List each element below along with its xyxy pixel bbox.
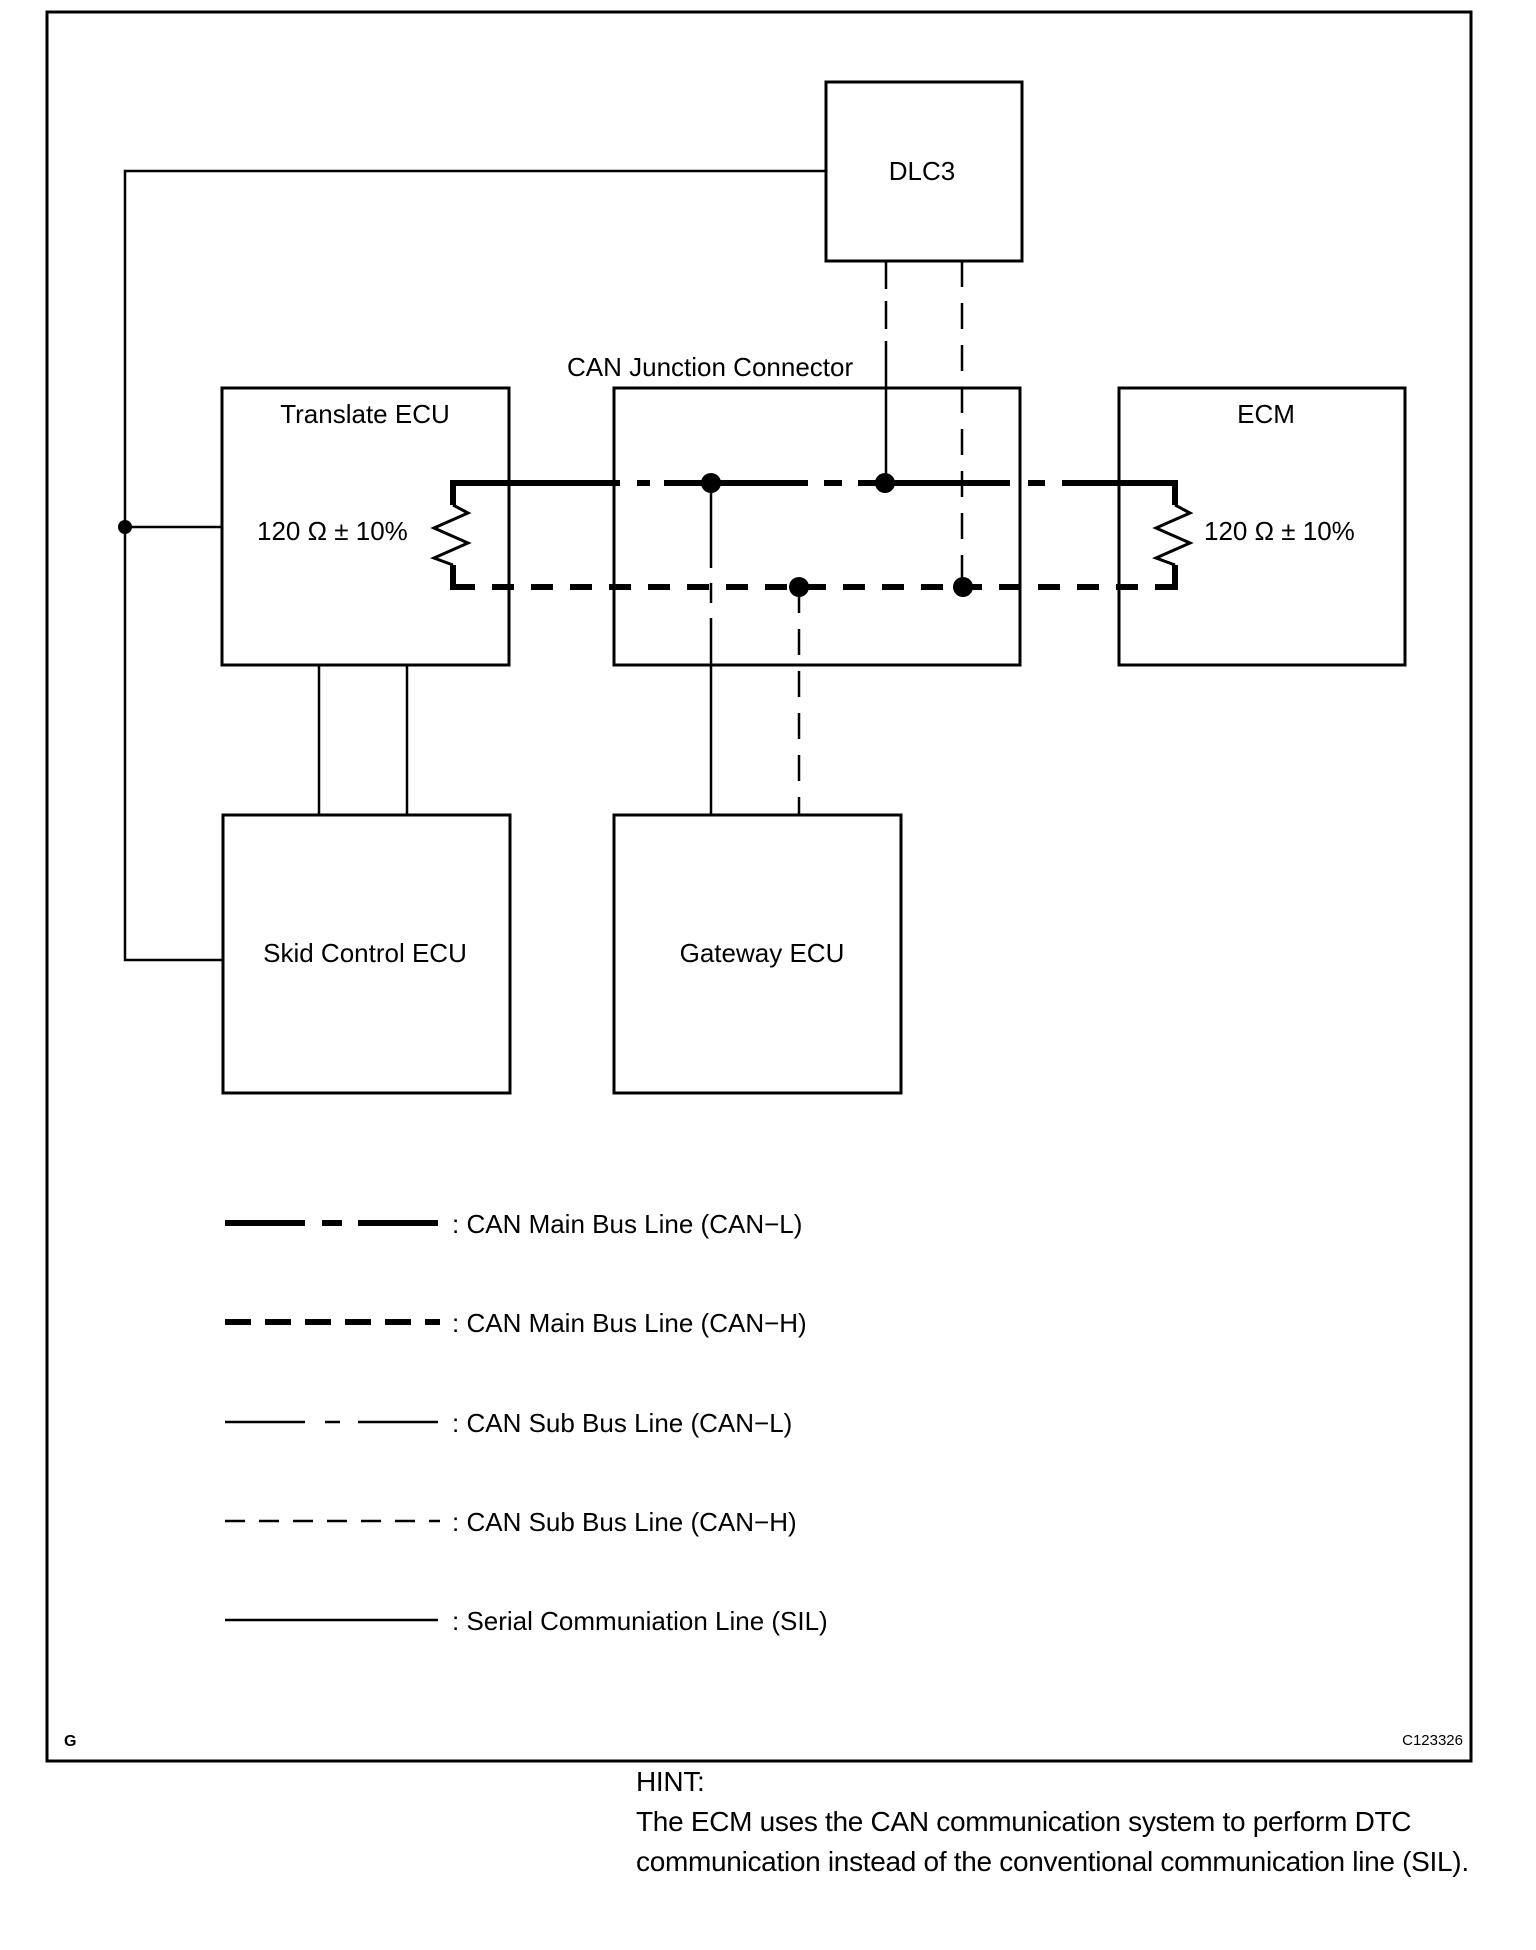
hint-block: HINT: The ECM uses the CAN communication…	[636, 1762, 1496, 1882]
translate-resistor-icon	[430, 503, 472, 567]
junction-dot-can-h-gateway	[789, 577, 809, 597]
legend-item-can-sub-h: : CAN Sub Bus Line (CAN−H)	[225, 1507, 797, 1537]
dlc3-box	[824, 80, 1024, 263]
sil-serial-line	[123, 169, 826, 962]
legend-label: : Serial Communiation Line (SIL)	[452, 1606, 828, 1636]
legend-item-can-main-h: : CAN Main Bus Line (CAN−H)	[225, 1308, 807, 1338]
can-junction-label: CAN Junction Connector	[567, 352, 853, 382]
ecm-resistor-label: 120 Ω ± 10%	[1204, 516, 1355, 546]
ecm-resistor-icon	[1152, 503, 1194, 567]
junction-dot-can-l-dlc3	[875, 473, 895, 493]
translate-resistor-label: 120 Ω ± 10%	[257, 516, 408, 546]
junction-dot-can-h-dlc3	[953, 577, 973, 597]
legend-item-can-sub-l: : CAN Sub Bus Line (CAN−L)	[225, 1408, 792, 1438]
figure-frame	[45, 10, 1473, 1763]
skid-control-ecu-label: Skid Control ECU	[263, 938, 467, 968]
translate-ecu-label: Translate ECU	[280, 399, 450, 429]
skid-control-ecu-box	[221, 813, 512, 1095]
translate-ecu-box	[220, 386, 511, 667]
can-junction-box	[612, 386, 1022, 667]
legend-item-sil: : Serial Communiation Line (SIL)	[225, 1606, 828, 1636]
junction-dot-can-l-gateway	[701, 473, 721, 493]
legend: : CAN Main Bus Line (CAN−L) : CAN Main B…	[225, 1209, 828, 1636]
can-main-bus-h-ends	[450, 565, 1178, 590]
legend-item-can-main-l: : CAN Main Bus Line (CAN−L)	[225, 1209, 802, 1239]
dlc3-label: DLC3	[889, 156, 955, 186]
legend-label: : CAN Main Bus Line (CAN−H)	[452, 1308, 807, 1338]
gateway-ecu-box	[612, 813, 903, 1095]
legend-label: : CAN Sub Bus Line (CAN−L)	[452, 1408, 792, 1438]
sil-junction-dot	[118, 520, 132, 534]
translate-skid-wires	[317, 664, 409, 815]
figure-id-label: C123326	[1402, 1732, 1463, 1749]
hint-heading: HINT:	[636, 1766, 705, 1797]
legend-label: : CAN Sub Bus Line (CAN−H)	[452, 1507, 797, 1537]
corner-mark-g: G	[64, 1733, 76, 1750]
ecm-box	[1117, 386, 1407, 667]
gateway-ecu-label: Gateway ECU	[680, 938, 845, 968]
legend-label: : CAN Main Bus Line (CAN−L)	[452, 1209, 802, 1239]
hint-body: The ECM uses the CAN communication syste…	[636, 1806, 1469, 1877]
ecm-label: ECM	[1237, 399, 1295, 429]
can-main-bus-l	[450, 480, 1178, 505]
